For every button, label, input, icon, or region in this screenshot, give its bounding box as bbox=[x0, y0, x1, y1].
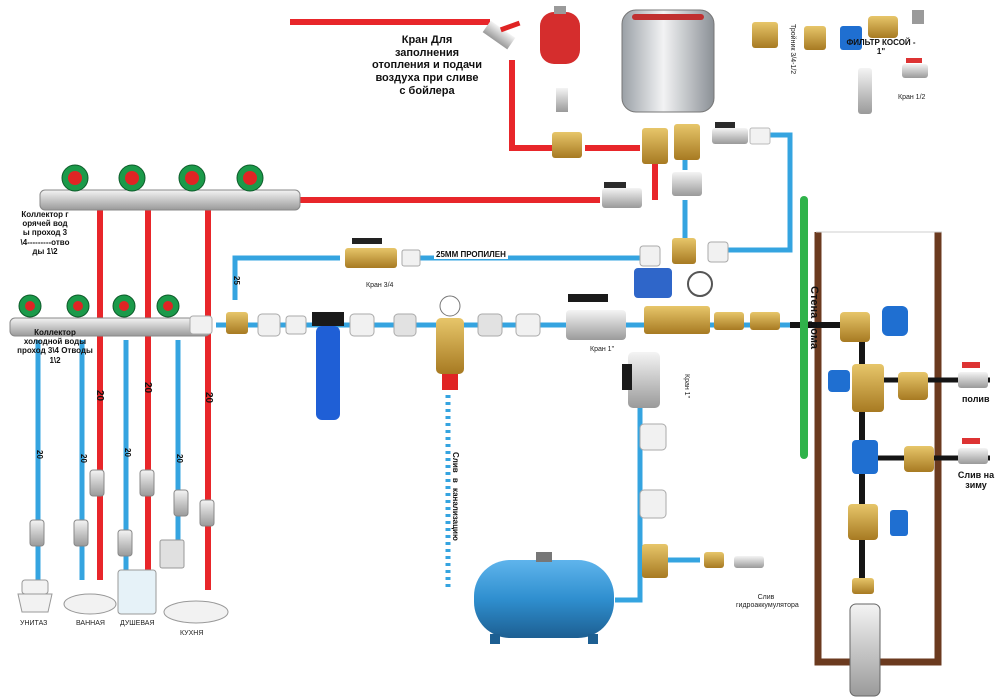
pipe-20-label-f: 20 bbox=[123, 448, 132, 457]
water-heater bbox=[621, 9, 715, 113]
submersible-pump bbox=[849, 603, 881, 697]
pipe-20-label-b: 20 bbox=[142, 382, 153, 394]
cold-pipe-accumulator bbox=[615, 400, 643, 603]
hot-pipes bbox=[97, 19, 658, 590]
toilet-icon bbox=[17, 579, 53, 613]
shower-cabin-icon bbox=[117, 569, 157, 615]
valve-12-label: Кран 1/2 bbox=[898, 94, 926, 101]
tee-34-12-label: Тройник 3/4-1/2 bbox=[789, 24, 796, 75]
hot-collector-label: Коллектор горячей воды проход 3\4-------… bbox=[20, 210, 70, 256]
accumulator-drain-label: Слив гидроаккумулятора bbox=[736, 594, 799, 610]
cold-collector bbox=[9, 294, 211, 337]
cold-collector-label: Коллектор холодной воды проход 3\4 Отвод… bbox=[17, 328, 93, 365]
pipe-20-label-c: 20 bbox=[203, 392, 214, 404]
expansion-tank bbox=[540, 6, 580, 112]
valve-1-label-a: Кран 1" bbox=[590, 346, 615, 353]
kitchen-sink-icon bbox=[163, 600, 229, 624]
pipe-20-label-d: 20 bbox=[35, 450, 44, 459]
well bbox=[790, 231, 990, 666]
valve-1-label-b: Кран 1" bbox=[683, 374, 690, 399]
accumulator-line-fittings bbox=[639, 423, 764, 578]
house-wall-label: Стена дома bbox=[808, 286, 820, 349]
boiler-valves bbox=[602, 122, 771, 208]
hydro-accumulator bbox=[474, 552, 614, 644]
refill-valve-label: Кран Для заполнения отопления и подачи в… bbox=[372, 34, 482, 97]
hot-collector bbox=[39, 164, 301, 211]
fittings-25mm bbox=[639, 238, 729, 267]
sediment-filter bbox=[436, 295, 464, 390]
water-filter bbox=[312, 312, 344, 420]
refill-valve-icon bbox=[482, 20, 521, 50]
pipe-20-label-g: 20 bbox=[175, 454, 184, 463]
bathroom-label: ВАННАЯ bbox=[76, 620, 105, 627]
filter-oblique-label: ФИЛЬТР КОСОЙ - 1" bbox=[846, 38, 916, 57]
toilet-label: УНИТАЗ bbox=[20, 620, 48, 627]
valve-34-label: Кран 3/4 bbox=[366, 282, 394, 289]
kitchen-label: КУХНЯ bbox=[180, 630, 204, 637]
brass-fittings-boiler bbox=[552, 124, 700, 164]
cold-pipe-to-boiler bbox=[720, 132, 793, 253]
valve-1-icon bbox=[566, 294, 626, 340]
well-fittings bbox=[828, 306, 988, 594]
sewer-drain-label: Слив в канализацию bbox=[451, 452, 460, 541]
pipe-25mm-label: 25ММ ПРОПИЛЕН bbox=[434, 250, 508, 260]
hot-pipe-boiler-loop bbox=[509, 60, 560, 151]
top-right-parts bbox=[752, 10, 928, 114]
pressure-switch-icon bbox=[634, 268, 780, 334]
shower-label: ДУШЕВАЯ bbox=[120, 620, 155, 627]
bathtub-sink-icon bbox=[63, 593, 117, 615]
fixture-valves bbox=[29, 469, 215, 557]
pipe-20-label-e: 20 bbox=[79, 454, 88, 463]
watering-label: полив bbox=[962, 394, 990, 404]
pipe-20-label-a: 20 bbox=[94, 390, 105, 402]
fixtures bbox=[17, 469, 229, 624]
pipe-25-label: 25 bbox=[232, 276, 241, 285]
main-line-fittings bbox=[189, 312, 541, 337]
water-purifier-icon bbox=[159, 539, 185, 569]
cold-pipe-25mm-bypass bbox=[232, 255, 340, 300]
valve-34-icon bbox=[345, 238, 421, 268]
valve-1-vertical-icon bbox=[622, 352, 660, 408]
winter-drain-label: Слив на зиму bbox=[957, 470, 995, 491]
